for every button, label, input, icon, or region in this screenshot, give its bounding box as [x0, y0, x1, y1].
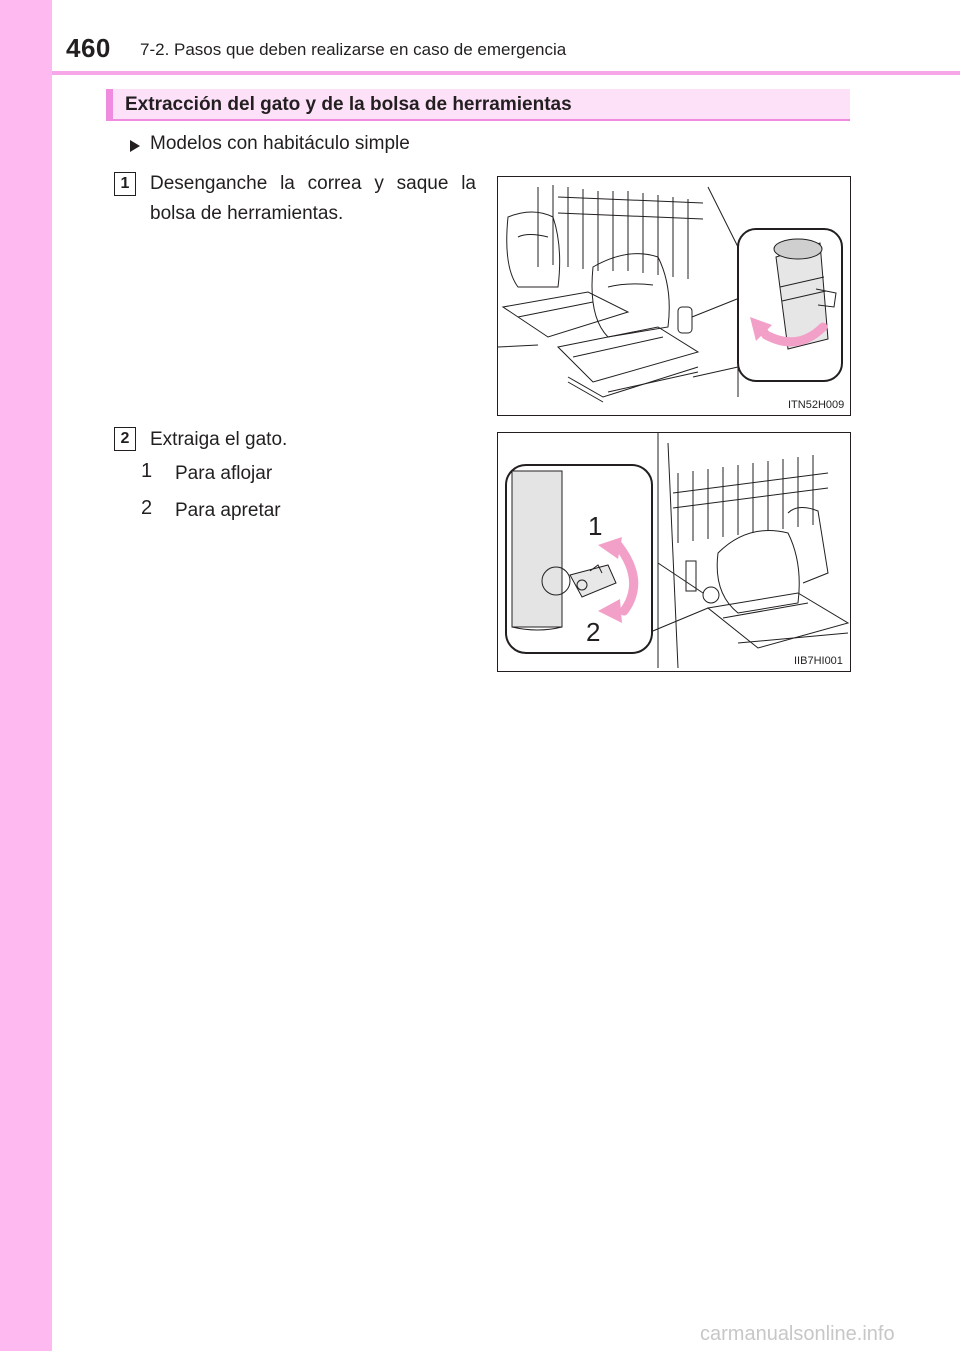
header-rule — [52, 71, 960, 75]
figure-tool-bag: ITN52H009 — [497, 176, 851, 416]
svg-text:1: 1 — [588, 511, 602, 541]
figure-jack: 1 2 IIB7HI001 — [497, 432, 851, 672]
callout-1-text: Para aflojar — [175, 463, 273, 484]
callout-2-number: 2 — [141, 497, 153, 519]
footer-watermark: carmanualsonline.info — [700, 1323, 895, 1345]
svg-text:2: 2 — [586, 617, 600, 647]
section-title: Extracción del gato y de la bolsa de her… — [125, 94, 572, 115]
step-2-text: Extraiga el gato. — [150, 429, 288, 450]
page-number: 460 — [66, 33, 111, 63]
section-header: Extracción del gato y de la bolsa de her… — [106, 89, 850, 121]
tool-bag-illustration — [498, 185, 843, 403]
chapter-title: 7-2. Pasos que deben realizarse en caso … — [140, 40, 567, 59]
model-subheading: Modelos con habitáculo simple — [150, 133, 410, 154]
callout-2-text: Para apretar — [175, 500, 281, 521]
figure-1-code: ITN52H009 — [788, 399, 845, 411]
step-1-text: Desenganche la correa y saque la bolsa d… — [150, 173, 476, 224]
step-2-number: 2 — [114, 427, 136, 451]
side-tab-strip — [0, 0, 52, 1351]
figure-2-code: IIB7HI001 — [794, 655, 843, 667]
triangle-right-icon — [129, 139, 141, 156]
jack-illustration: 1 2 — [505, 433, 850, 669]
callout-1-number: 1 — [141, 460, 153, 482]
step-1-number: 1 — [114, 172, 136, 196]
